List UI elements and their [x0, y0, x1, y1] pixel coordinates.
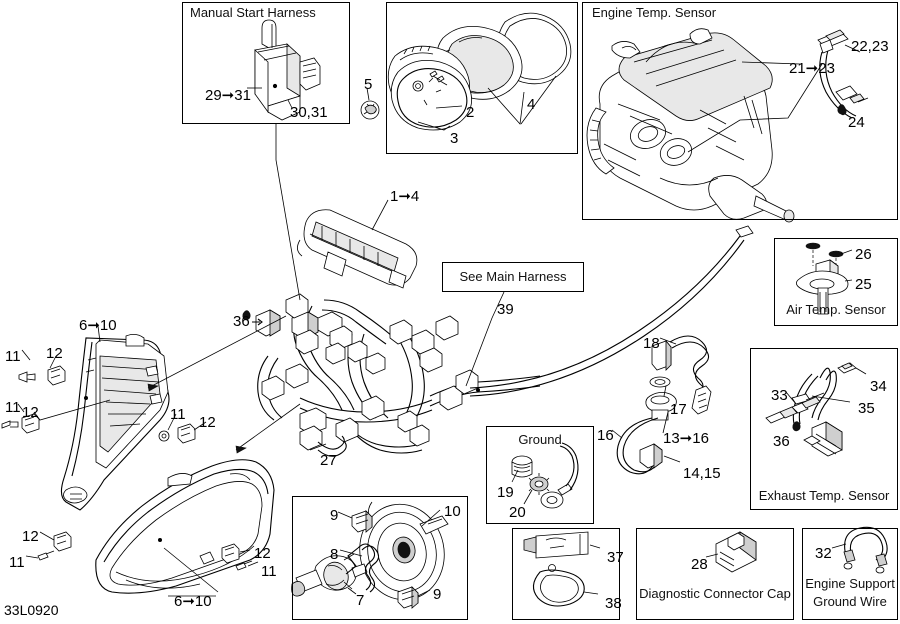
callout-headlights-7: 12 — [22, 528, 39, 545]
headlight-lower-art — [95, 459, 275, 594]
leader-11-a — [21, 349, 31, 361]
panel-caption-air-temp-sensor: Air Temp. Sensor — [786, 302, 886, 317]
panel-air-temp-sensor — [774, 238, 898, 326]
callout-ground-0: 19 — [497, 484, 514, 501]
callout-exhaust-temp-sensor-2: 35 — [858, 400, 875, 417]
leader-14-15 — [663, 455, 681, 463]
callout-exhaust-temp-sensor-1: 34 — [870, 378, 887, 395]
callout-headlight-bulb-4: 9 — [433, 586, 442, 603]
callout-tether-switch-0: 18 — [643, 335, 660, 352]
callout-headlights-9: 12 — [254, 545, 271, 562]
callout-headlights-0: 6➞10 — [79, 317, 117, 334]
callout-main-harness-1: 39 — [497, 301, 514, 318]
headlight-fasteners-art — [1, 365, 253, 571]
callout-air-temp-sensor-1: 25 — [855, 276, 872, 293]
panel-caption-ground: Ground — [518, 432, 562, 447]
callout-grease-and-strap-1: 38 — [605, 595, 622, 612]
callout-tether-switch-4: 14,15 — [683, 465, 721, 482]
panel-title-manual-start-harness: Manual Start Harness — [190, 5, 316, 20]
pointer-to-upper-headlight — [147, 315, 287, 389]
callout-headlight-bulb-1: 10 — [444, 503, 461, 520]
leader-17 — [663, 385, 667, 397]
callout-exhaust-temp-sensor-3: 36 — [773, 433, 790, 450]
panel-headlight-bulb — [292, 496, 468, 620]
panel-caption-exhaust-temp-sensor: Exhaust Temp. Sensor — [758, 488, 890, 503]
callout-engine-temp-sensor-1: 21➞23 — [789, 60, 835, 77]
panel-grease-and-strap — [512, 528, 620, 620]
panel-gauge-cluster — [386, 2, 578, 154]
callout-headlights-1: 11 — [5, 348, 21, 365]
callout-headlight-bulb-3: 7 — [356, 592, 365, 609]
callout-headlights-11: 6➞10 — [174, 593, 212, 610]
panel-manual-start-harness — [182, 2, 350, 124]
callout-headlights-10: 11 — [261, 563, 277, 580]
leader-12-b — [33, 399, 111, 421]
panel-see-main-harness — [442, 262, 584, 292]
panel-engine-temp-sensor — [582, 2, 898, 220]
pointer-to-lower-headlight — [235, 403, 301, 451]
callout-gauge-cluster-3: 4 — [527, 96, 536, 113]
callout-main-harness-0: 1➞4 — [390, 188, 420, 205]
leader-1-4 — [371, 199, 389, 231]
callout-air-temp-sensor-0: 26 — [855, 246, 872, 263]
callout-manual-start-harness-1: 30,31 — [290, 104, 328, 121]
callout-tether-switch-3: 13➞16 — [663, 430, 709, 447]
callout-tether-switch-1: 17 — [670, 401, 687, 418]
leader-manual-start-to-harness — [275, 124, 301, 301]
leader-6-10-bottom — [163, 547, 219, 593]
panel-caption-see-main-harness: See Main Harness — [459, 269, 567, 284]
panel-caption-engine-support-ground-wire-line1: Engine Support — [805, 576, 895, 591]
tether-switch-art — [616, 335, 712, 475]
panel-exhaust-temp-sensor — [750, 348, 898, 510]
callout-exhaust-temp-sensor-0: 33 — [771, 387, 788, 404]
headlight-upper-art — [60, 334, 170, 511]
callout-gauge-cluster-1: 2 — [466, 104, 475, 121]
callout-headlights-2: 12 — [46, 345, 63, 362]
panel-caption-engine-support-ground-wire-line2: Ground Wire — [813, 594, 887, 609]
callout-engine-temp-sensor-2: 24 — [848, 114, 865, 131]
callout-main-harness-2: 36 — [233, 313, 250, 330]
callout-gauge-cluster-2: 3 — [450, 130, 459, 147]
callout-engine-temp-sensor-0: 22,23 — [851, 38, 889, 55]
callout-ground-1: 20 — [509, 504, 526, 521]
callout-gauge-cluster-0: 5 — [364, 76, 373, 93]
callout-grease-and-strap-0: 37 — [607, 549, 624, 566]
main-harness-art — [242, 209, 754, 457]
callout-headlights-8: 11 — [9, 554, 25, 571]
leader-12-e — [239, 549, 251, 553]
leader-12-d — [39, 531, 55, 541]
callout-main-harness-3: 27 — [320, 452, 337, 469]
panel-engine-support-ground-wire — [802, 528, 898, 620]
panel-caption-diagnostic-connector-cap: Diagnostic Connector Cap — [639, 586, 791, 601]
callout-headlights-3: 11 — [5, 399, 21, 416]
panel-title-engine-temp-sensor: Engine Temp. Sensor — [592, 5, 717, 20]
callout-headlight-bulb-0: 9 — [330, 507, 339, 524]
callout-tether-switch-2: 16 — [597, 427, 614, 444]
sheet-part-number: 33L0920 — [4, 602, 59, 618]
callout-headlights-6: 12 — [199, 414, 216, 431]
callout-headlights-4: 12 — [22, 404, 39, 421]
panel-diagnostic-connector-cap — [636, 528, 794, 620]
leader-11-d — [25, 555, 39, 559]
leader-27 — [309, 443, 327, 451]
callout-headlights-5: 11 — [170, 406, 186, 423]
callout-manual-start-harness-0: 29➞31 — [205, 87, 251, 104]
panel-ground — [486, 426, 594, 524]
callout-diagnostic-connector-cap-0: 28 — [691, 556, 708, 573]
callout-headlight-bulb-2: 8 — [330, 546, 339, 563]
callout-engine-support-ground-wire-0: 32 — [815, 545, 832, 562]
leader-18 — [659, 337, 677, 345]
leader-11-e — [247, 561, 259, 567]
